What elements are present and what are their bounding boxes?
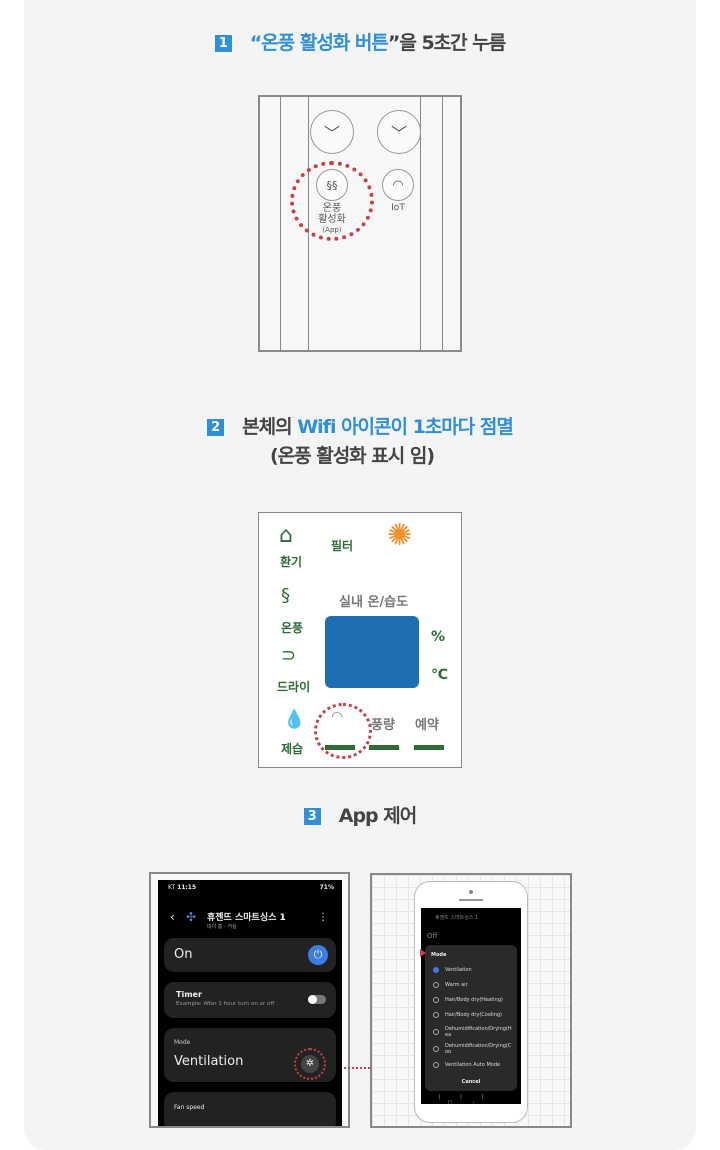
timer-title: Timer (176, 990, 202, 999)
more-icon[interactable]: ⋮ (318, 912, 328, 923)
fan-speed-label: Fan speed (174, 1104, 205, 1111)
highlight-text: 온풍 활성화 버튼 (261, 32, 389, 54)
step-number: 2 (207, 419, 225, 436)
carrier: KT (168, 884, 176, 891)
mode-option[interactable]: Hair/Body dry(Heating) (433, 997, 514, 1003)
percent-unit: % (431, 629, 446, 645)
highlight-ring (294, 1048, 326, 1080)
radio[interactable] (433, 1046, 439, 1052)
radio[interactable] (433, 997, 439, 1003)
title-prefix: 본체의 (242, 416, 298, 438)
celsius-unit: ℃ (431, 667, 448, 683)
step2-subtitle: (온풍 활성화 표시 임) (269, 445, 435, 467)
highlight-ring (314, 703, 372, 759)
radio[interactable] (433, 1029, 439, 1035)
step3-title: 3 App 제어 (0, 801, 720, 828)
option-label: Ventilation Auto Mode (445, 1062, 501, 1068)
title-text: App 제어 (338, 805, 417, 827)
power-tile[interactable]: On ⏻ (164, 938, 336, 972)
power-state: On (174, 947, 193, 962)
iot-label: IoT (391, 203, 405, 213)
battery: 71% (319, 884, 334, 891)
power-state: Off (427, 932, 438, 940)
timer-hint: Example: After 1 hour turn on or off (176, 1001, 275, 1007)
option-label: Dehumidification/Drying(Hea (445, 1026, 512, 1038)
option-label: Hair/Body dry(Cooling) (445, 1012, 502, 1018)
warm-air-icon: § (281, 585, 290, 606)
label-filter: 필터 (331, 539, 354, 553)
mode-option[interactable]: Ventilation (433, 967, 514, 973)
option-label: Dehumidification/Drying(Coo (445, 1043, 512, 1055)
radio-selected[interactable] (433, 967, 439, 973)
label-fan: 풍량 (371, 718, 395, 733)
nav-bar[interactable]: |||□‹ (438, 1094, 504, 1104)
radio[interactable] (433, 982, 439, 988)
device-panel-illustration: ⌂ 환기 필터 ✺ § 온풍 실내 온/습도 % ℃ ⊃ 드라이 💧 제습 ◠ … (258, 512, 462, 768)
timer-tile[interactable]: Timer Example: After 1 hour turn on or o… (164, 982, 336, 1018)
mode-option[interactable]: Hair/Body dry(Cooling) (433, 1012, 514, 1018)
highlight-ring (290, 161, 374, 241)
radio[interactable] (433, 1012, 439, 1018)
label-dehumid: 제습 (281, 742, 304, 756)
radio[interactable] (433, 1062, 439, 1068)
mode-dialog: Mode Ventilation Warm air Hair/Body dry(… (425, 945, 517, 1091)
device-name: 휴젠뜨 스마트싱스 1 (435, 915, 479, 921)
label-reserve: 예약 (415, 718, 439, 733)
mode-option[interactable]: Warm air (433, 982, 514, 988)
water-drop-icon: 💧 (283, 709, 306, 730)
fan-speed-tile[interactable]: Fan speed (164, 1092, 336, 1126)
device-location: 띠이 홈 - 거실 (207, 924, 237, 930)
display-screen (325, 616, 419, 688)
hair-dryer-icon: ⊃ (281, 645, 297, 666)
option-label: Hair/Body dry(Heating) (445, 997, 503, 1003)
option-label: Ventilation (445, 967, 472, 973)
ventilation-icon: ⌂ (279, 523, 293, 548)
label-dry: 드라이 (277, 680, 311, 694)
title-rest: ”을 5초간 누름 (387, 32, 506, 54)
dialog-title: Mode (431, 952, 447, 958)
step-number: 3 (303, 808, 321, 825)
back-icon[interactable]: ‹ (170, 910, 175, 924)
pointer-arrow (420, 949, 426, 957)
label-warm: 온풍 (281, 621, 304, 635)
timer-toggle[interactable] (308, 995, 326, 1004)
phone-dialog-screenshot: 휴젠뜨 스마트싱스 1 Off Mode Ventilation Warm ai… (370, 873, 572, 1128)
highlight-text: Wifi 아이콘이 1초마다 점멸 (297, 416, 514, 438)
mode-tile[interactable]: Mode Ventilation ✲ (164, 1028, 336, 1082)
chevron-down-icon: ﹀ (377, 110, 421, 154)
app-screenshot: KT 11:15 71% ‹ ✣ 휴젠뜨 스마트싱스 1 띠이 홈 - 거실 ⋮… (149, 872, 350, 1128)
chevron-down-icon: ﹀ (310, 110, 354, 154)
device-name: 휴젠뜨 스마트싱스 1 (207, 913, 286, 923)
wifi-icon: ◠ (382, 169, 414, 201)
option-label: Warm air (445, 982, 468, 988)
step2-title: 2 본체의 Wifi 아이콘이 1초마다 점멸 (0, 412, 720, 439)
label-indoor: 실내 온/습도 (339, 595, 409, 610)
mode-value: Ventilation (174, 1054, 244, 1069)
power-icon[interactable]: ⏻ (308, 945, 328, 965)
step-number: 1 (214, 35, 232, 52)
fan-icon: ✣ (186, 910, 197, 924)
mode-option[interactable]: Dehumidification/Drying(Hea (433, 1026, 514, 1038)
mode-option[interactable]: Ventilation Auto Mode (433, 1062, 514, 1068)
mode-option[interactable]: Dehumidification/Drying(Coo (433, 1043, 514, 1055)
cancel-button[interactable]: Cancel (461, 1079, 481, 1085)
step1-title: 1 “온풍 활성화 버튼”을 5초간 누름 (0, 28, 720, 55)
remote-illustration: ﹀ ﹀ §§ ◠ 온풍 활성화 (App) IoT (258, 95, 462, 352)
clock: 11:15 (177, 884, 197, 891)
mode-label: Mode (174, 1039, 191, 1046)
label-ventilation: 환기 (280, 555, 303, 569)
quote: “ (249, 32, 262, 54)
sun-icon: ✺ (387, 518, 413, 553)
